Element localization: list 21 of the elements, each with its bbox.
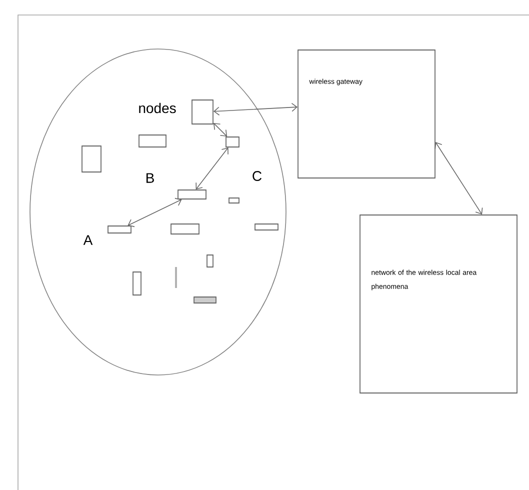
sensor-box xyxy=(226,136,240,148)
arrow xyxy=(213,102,298,116)
node-heading: nodes xyxy=(139,102,176,114)
sensor-box xyxy=(108,226,132,234)
sensor-box xyxy=(138,134,166,148)
sensor-box xyxy=(194,296,216,304)
sensor-box xyxy=(178,190,206,200)
arrow xyxy=(434,142,483,215)
sensor-box xyxy=(228,198,240,204)
point-label: B xyxy=(146,173,154,183)
arrow xyxy=(128,198,182,228)
sensor-box xyxy=(192,100,214,124)
sensor-box xyxy=(206,254,214,268)
sensor-box xyxy=(82,146,102,172)
sensor-box xyxy=(254,224,278,230)
sensor-box xyxy=(170,224,200,234)
sensor-box xyxy=(132,272,142,296)
point-label: A xyxy=(83,235,93,245)
arrow xyxy=(196,147,228,190)
point-label: C xyxy=(252,171,262,181)
arrow xyxy=(213,122,228,137)
